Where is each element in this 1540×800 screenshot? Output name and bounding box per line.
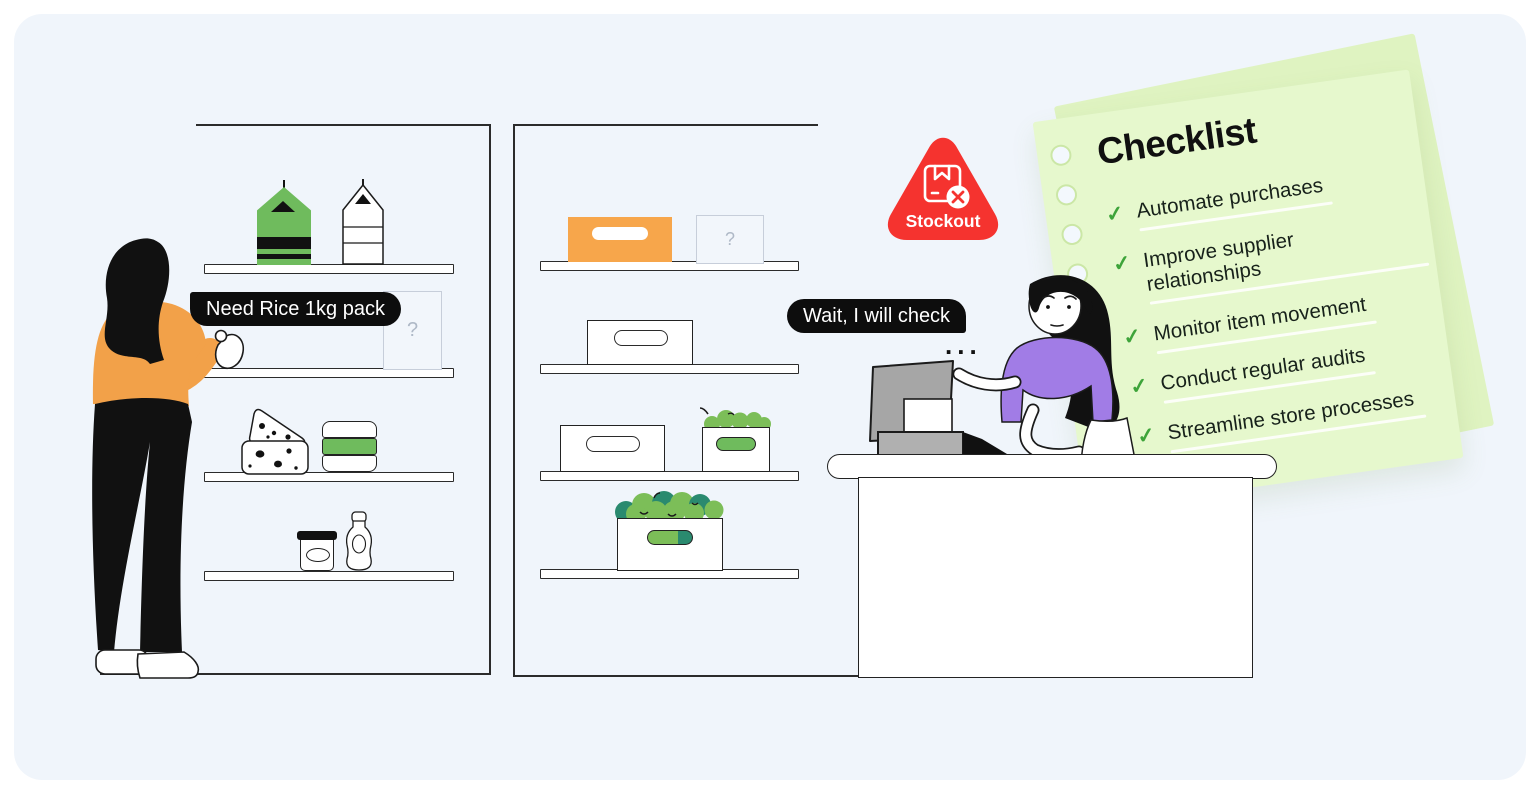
counter-top (827, 454, 1277, 479)
punch-hole (1049, 143, 1073, 168)
punch-hole (1060, 222, 1084, 247)
check-icon: ✓ (1104, 201, 1126, 227)
typing-dots: ... (945, 330, 982, 360)
carton-gable-mark (271, 201, 295, 212)
crate-handle (647, 530, 693, 545)
left-unit-top-edge (196, 124, 490, 126)
tub-green (322, 438, 377, 455)
question-mark: ? (724, 229, 735, 249)
cheese (241, 408, 309, 475)
tub-white (322, 421, 377, 438)
shelf (204, 472, 454, 482)
checklist-item-label: Monitor item movement (1152, 293, 1369, 354)
box-cancel-icon (923, 164, 962, 203)
mid-unit-top-edge (513, 124, 818, 126)
carton-stripe (257, 237, 311, 249)
carton-spout (283, 180, 285, 190)
checklist-item-label: Automate purchases (1135, 174, 1326, 232)
produce-pile (615, 491, 724, 524)
checklist-items: ✓ Automate purchases ✓ Improve supplier … (1105, 161, 1440, 458)
shelf (540, 364, 799, 374)
mid-unit-floor (513, 675, 858, 677)
cup-lid (297, 531, 337, 540)
mid-unit-left-edge (513, 124, 515, 677)
tub-white (322, 455, 377, 472)
shelf (204, 571, 454, 581)
empty-shelf-slot: ? (696, 215, 764, 264)
white-milk-carton (342, 179, 384, 265)
left-unit-floor (100, 673, 491, 675)
left-unit-right-edge (489, 124, 491, 675)
box-handle-slot (592, 227, 648, 240)
punch-hole (1054, 182, 1079, 207)
stockout-label: Stockout (905, 211, 981, 231)
carton-stripe (257, 254, 311, 259)
customer-figure (92, 238, 245, 679)
crate-handle (716, 437, 756, 451)
question-mark: ? (406, 319, 419, 341)
box-handle-slot (586, 436, 640, 452)
shopkeeper-speech-bubble: Wait, I will check (787, 299, 967, 333)
stockout-badge (887, 137, 999, 240)
checklist-item-label: Conduct regular audits (1159, 343, 1368, 403)
customer-speech-bubble: Need Rice 1kg pack (190, 292, 401, 326)
pos-terminal (869, 360, 1007, 463)
bottle (345, 511, 373, 571)
cup-label (306, 548, 330, 562)
shelf (540, 471, 799, 481)
box-handle-slot (614, 330, 668, 346)
counter-body (858, 477, 1253, 678)
shelf (204, 264, 454, 274)
